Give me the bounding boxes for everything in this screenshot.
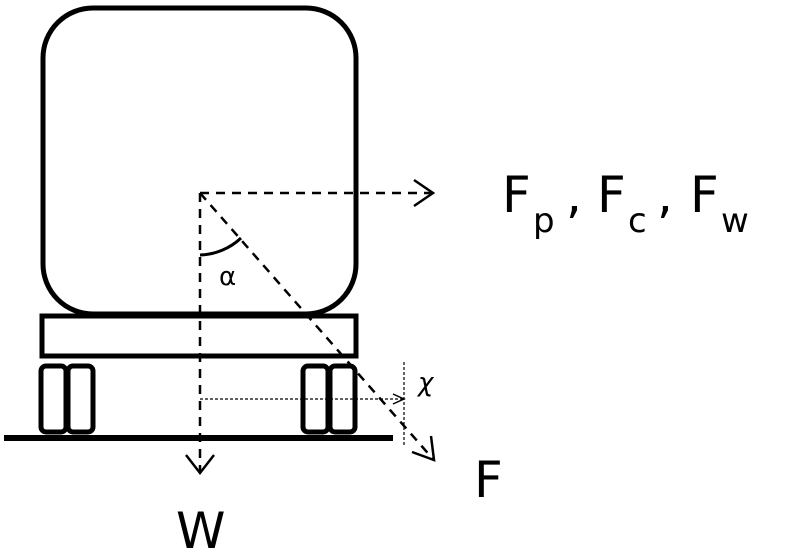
lateral-forces-label: F p , F c , F w: [502, 166, 749, 241]
angle-arc: [199, 236, 243, 257]
left-wheel-outer: [38, 363, 69, 435]
force-w-symbol: F: [690, 166, 719, 224]
weight-arrowhead: [185, 454, 215, 476]
force-w-subscript: w: [721, 201, 749, 241]
tank-body: [40, 5, 359, 317]
resultant-vector: [199, 192, 434, 460]
force-p-subscript: p: [533, 201, 555, 241]
lateral-force-arrowhead: [413, 178, 436, 208]
left-wheel-inner: [65, 363, 96, 435]
weight-label: W: [176, 502, 225, 559]
force-c-symbol: F: [597, 166, 626, 224]
force-c-subscript: c: [628, 201, 647, 241]
force-p-symbol: F: [502, 166, 531, 224]
resultant-arrowhead: [411, 435, 436, 462]
angle-label: α: [219, 262, 236, 292]
offset-label: χ: [416, 368, 435, 398]
resultant-force-label: F: [474, 451, 503, 509]
separator-2: ,: [657, 166, 673, 224]
separator-1: ,: [566, 166, 582, 224]
offset-arrowhead: [392, 393, 406, 405]
